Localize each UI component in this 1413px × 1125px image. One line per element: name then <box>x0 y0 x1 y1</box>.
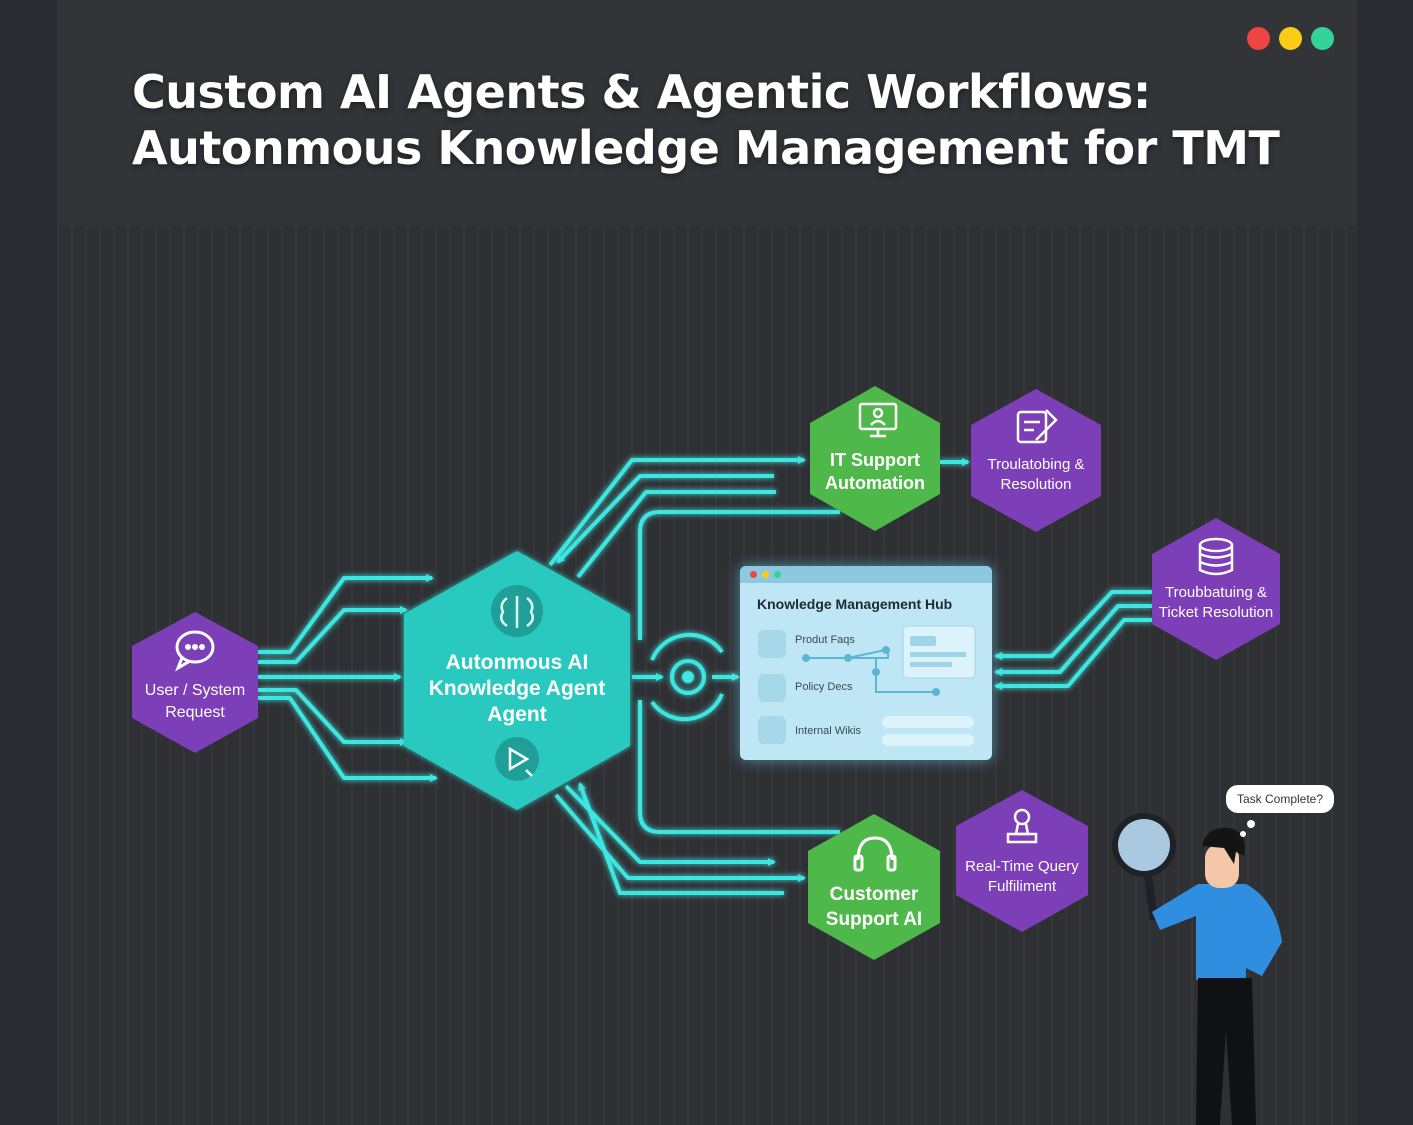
ticket-label: Troubbatuing & Ticket Resolution <box>1158 584 1274 621</box>
agent-hex <box>404 551 630 810</box>
troubleshooting-hex <box>971 389 1101 532</box>
hub-min-dot <box>762 571 769 578</box>
monitor-user-icon <box>858 402 898 438</box>
play-cursor-icon <box>495 737 539 781</box>
person-illustration <box>1112 813 1282 1125</box>
document-icon <box>758 630 786 658</box>
request-hex <box>132 612 258 753</box>
connector-agent-it-1 <box>548 456 806 567</box>
stamp-icon <box>1006 808 1038 844</box>
it-support-label: IT Support Automation <box>825 450 925 493</box>
title-line-1: Custom AI Agents & Agentic Workflows: <box>132 65 1151 119</box>
connector-agent-cs-2 <box>554 793 806 882</box>
connector-it-hub <box>638 510 840 640</box>
chat-bubble-icon <box>174 630 215 672</box>
hub-title: Knowledge Management Hub <box>757 596 953 612</box>
connector-agent-cs-1 <box>564 784 776 866</box>
hub-item-policy[interactable]: Policy Decs <box>795 681 853 693</box>
close-dot[interactable] <box>1247 27 1270 50</box>
headset-icon <box>853 836 897 872</box>
troubleshooting-label: Troulatobing & Resolution <box>987 456 1085 493</box>
connectors <box>258 456 1152 895</box>
ticket-hex <box>1152 518 1280 660</box>
connector-it-agent-2 <box>556 474 774 564</box>
realtime-label: Real-Time Query Fulfiliment <box>965 858 1079 895</box>
header <box>57 0 1357 226</box>
speech-bubble: Task Complete? <box>1226 785 1334 813</box>
connector-request-agent-1 <box>258 574 434 654</box>
database-icon <box>1198 537 1234 576</box>
connector-cs-agent-3 <box>578 782 784 895</box>
brain-icon <box>491 585 543 637</box>
knowledge-hub-panel[interactable]: Knowledge Management Hub Produt Faqs Pol… <box>740 566 992 760</box>
policy-icon <box>758 674 786 702</box>
customer-support-label: Customer Support AI <box>825 884 923 930</box>
agent-label: Autonmous AI Knowledge Agent Agent <box>428 651 606 726</box>
minimize-dot[interactable] <box>1279 27 1302 50</box>
title-line-2: Autonmous Knowledge Management for TMT <box>132 121 1280 175</box>
window-controls <box>1247 27 1334 50</box>
hub-max-dot <box>774 571 781 578</box>
it-support-hex <box>810 386 940 531</box>
connector-ticket-hub-1 <box>994 590 1152 660</box>
connector-request-agent-4 <box>258 688 408 746</box>
wiki-stack-icon <box>758 716 786 744</box>
hub-item-faqs[interactable]: Produt Faqs <box>795 634 855 646</box>
request-label: User / System Request <box>144 682 246 721</box>
maximize-dot[interactable] <box>1311 27 1334 50</box>
customer-support-hex <box>808 814 940 960</box>
page-title: Custom AI Agents & Agentic Workflows: Au… <box>132 64 1282 176</box>
hub-close-dot <box>750 571 757 578</box>
connector-request-agent-5 <box>258 696 438 782</box>
cycle-icon <box>650 632 724 722</box>
connector-agent-it-3 <box>576 490 776 579</box>
hub-titlebar <box>740 566 992 583</box>
connector-request-agent-2 <box>258 606 408 664</box>
connector-ticket-hub-2 <box>994 604 1152 676</box>
connector-ticket-hub-3 <box>994 618 1152 690</box>
hub-item-wikis[interactable]: Internal Wikis <box>795 725 862 737</box>
realtime-hex <box>956 790 1088 932</box>
tools-icon <box>1016 409 1058 444</box>
connector-cycle-cs <box>638 700 840 834</box>
hub-graph <box>802 625 976 746</box>
